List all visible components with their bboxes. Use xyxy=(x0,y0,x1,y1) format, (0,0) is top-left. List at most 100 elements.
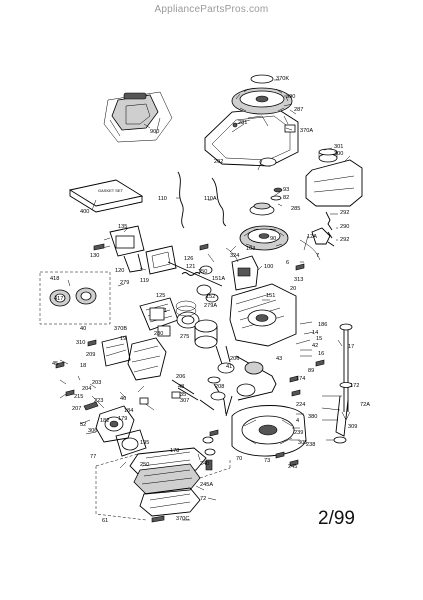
air-cleaner-cover xyxy=(129,447,207,477)
part-label: 202 xyxy=(214,159,223,165)
part-label: 126 xyxy=(184,256,193,262)
oil-seal xyxy=(202,436,216,471)
assembly-dashed-box xyxy=(95,453,231,521)
part-label: 324 xyxy=(230,253,239,259)
part-label: 172 xyxy=(350,383,359,389)
part-label: 292 xyxy=(340,210,349,216)
part-label: 12A xyxy=(307,234,317,240)
control-wire xyxy=(225,247,239,263)
part-label: 370C xyxy=(176,516,189,522)
part-label: 281 xyxy=(238,120,247,126)
dipstick xyxy=(339,323,353,421)
part-label: 45 xyxy=(52,361,58,367)
part-label: 73 xyxy=(264,458,270,464)
part-label: 151A xyxy=(212,276,225,282)
part-label: 370A xyxy=(300,128,313,134)
carburetor-intake xyxy=(101,225,145,273)
part-label: 15 xyxy=(316,336,322,342)
part-label: 125 xyxy=(156,293,165,299)
part-label: 1 xyxy=(164,308,167,314)
part-label: 287 xyxy=(294,107,303,113)
part-number-labels: 370K390287281370A20230130090093822852922… xyxy=(0,0,370,524)
part-label: 110 xyxy=(158,196,167,202)
governor-spring-151A xyxy=(181,272,201,276)
valve-spring-172 xyxy=(171,391,181,399)
starter-bolts xyxy=(283,109,297,125)
air-filter-box xyxy=(39,271,111,325)
part-label: 70 xyxy=(236,456,242,462)
part-label: 400 xyxy=(80,209,89,215)
part-label: 186 xyxy=(318,322,327,328)
part-label: 285 xyxy=(291,206,300,212)
carburetor-bowl xyxy=(115,429,147,457)
part-label: 206 xyxy=(176,374,185,380)
part-label: 120 xyxy=(115,268,124,274)
connecting-rod xyxy=(215,345,235,374)
part-label: 35 xyxy=(180,392,186,398)
crankshaft xyxy=(225,355,277,417)
sump-cover xyxy=(231,405,307,457)
blower-housing xyxy=(204,107,299,167)
part-label: 6 xyxy=(286,260,289,266)
part-280-box xyxy=(149,307,165,321)
part-label: 900 xyxy=(150,129,159,135)
part-label: 184 xyxy=(124,408,133,414)
part-label: 2 xyxy=(0,0,3,2)
air-cleaner-base xyxy=(139,487,201,517)
part-label: 305 xyxy=(298,440,307,446)
control-bracket xyxy=(231,255,259,291)
part-label: 46 xyxy=(120,396,126,402)
part-label: 306 xyxy=(88,428,97,434)
governor-rod xyxy=(167,261,223,287)
part-label: 182 xyxy=(100,418,109,424)
watermark-text: AppliancePartsPros.com xyxy=(154,4,269,15)
starter-cup xyxy=(249,202,275,216)
part-label: 223 xyxy=(94,398,103,404)
part-label: 245A xyxy=(200,482,213,488)
part-label: 309 xyxy=(348,424,357,430)
part-label: 239 xyxy=(294,430,303,436)
part-label: 110A xyxy=(204,196,217,202)
fill-tube-seal xyxy=(333,436,347,444)
part-label: 195 xyxy=(140,440,149,446)
part-label: 224 xyxy=(296,402,305,408)
part-label: 279 xyxy=(120,280,129,286)
part-label: 17 xyxy=(348,344,354,350)
part-label: 4 xyxy=(296,418,299,424)
part-label: 48 xyxy=(178,384,184,390)
piston xyxy=(194,319,218,349)
part-label: 16 xyxy=(318,351,324,357)
leader-lines xyxy=(59,79,351,521)
part-label: 43 xyxy=(276,356,282,362)
part-label: 209 xyxy=(86,352,95,358)
part-label: 207 xyxy=(72,406,81,412)
part-label: 89 xyxy=(308,368,314,374)
part-label: 40 xyxy=(80,326,86,332)
ignition-armature xyxy=(311,227,331,245)
part-label: 14 xyxy=(312,330,318,336)
part-label: 310 xyxy=(76,340,85,346)
head-gasket xyxy=(176,311,200,329)
nut-93 xyxy=(273,187,283,193)
o-ring-307 xyxy=(339,382,353,388)
part-label: 215 xyxy=(74,394,83,400)
part-label: 380 xyxy=(308,414,317,420)
part-label: 179 xyxy=(118,416,127,422)
part-label: 208 xyxy=(215,384,224,390)
part-label: 279A xyxy=(204,303,217,309)
part-label: 174 xyxy=(296,376,305,382)
part-label: 417 xyxy=(54,296,63,302)
part-label: 240 xyxy=(200,461,209,467)
part-label: 203 xyxy=(92,380,101,386)
washer-82 xyxy=(270,195,282,201)
part-label: 103 xyxy=(246,246,255,252)
part-label: 19 xyxy=(120,336,126,342)
valve-tappet xyxy=(199,399,215,411)
part-label: 100 xyxy=(264,264,273,270)
part-label: 130 xyxy=(90,253,99,259)
part-label: 292 xyxy=(340,237,349,243)
part-label: 250 xyxy=(140,462,149,468)
intake-manifold xyxy=(145,245,177,275)
part-label: 90 xyxy=(270,236,276,242)
piston-rings xyxy=(175,300,197,317)
